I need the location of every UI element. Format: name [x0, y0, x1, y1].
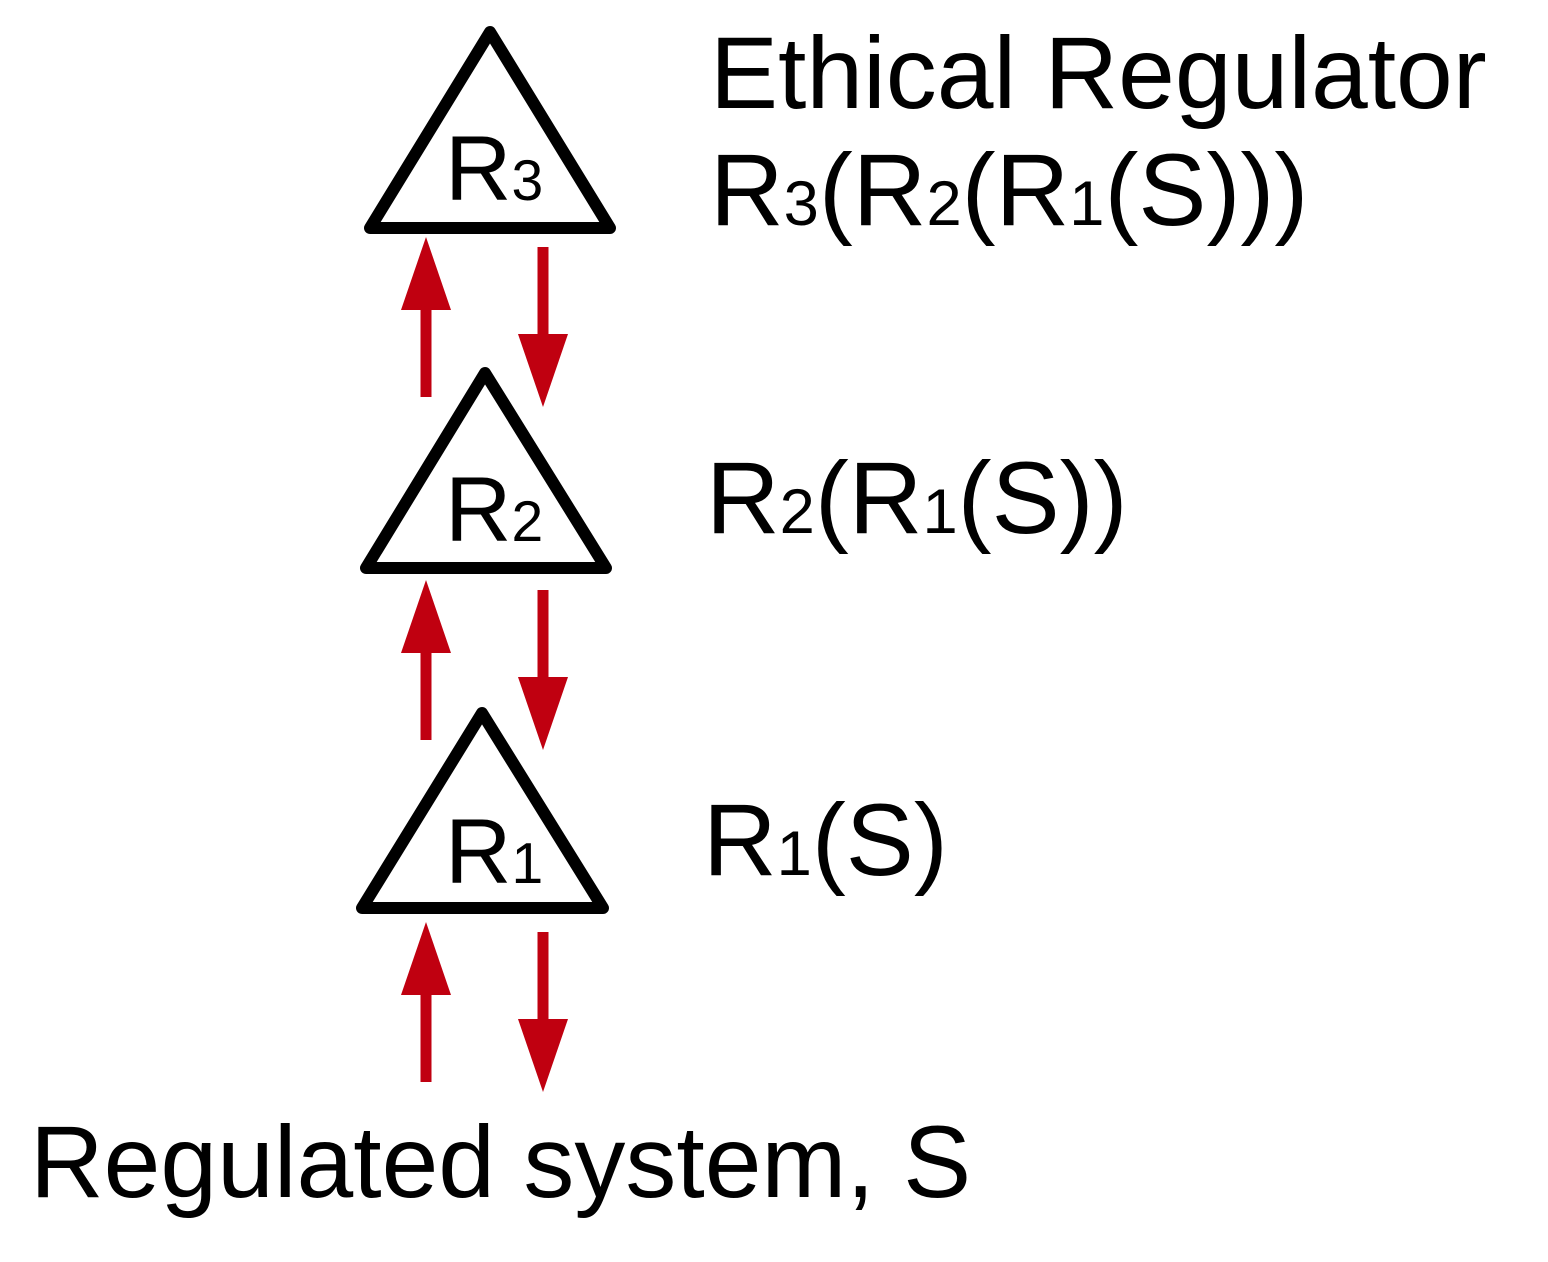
formula-r2: R2(R1(S)) [706, 441, 1128, 555]
subscript: 3 [784, 169, 819, 239]
formula-text: R [445, 801, 511, 903]
formula-text: R [706, 441, 780, 555]
formula-r3: R3(R2(R1(S))) [710, 133, 1308, 247]
triangle-label-r3: R3 [445, 118, 543, 220]
formula-r1: R1(S) [703, 783, 948, 897]
down-arrow-2 [518, 590, 568, 750]
regulator-triangle-r2 [360, 367, 612, 574]
subscript: 3 [511, 149, 543, 213]
down-arrow-3 [518, 932, 568, 1092]
up-arrow-2 [401, 580, 451, 740]
formula-text: (R [962, 133, 1070, 247]
subscript: 2 [511, 490, 543, 554]
down-arrow-1 [518, 247, 568, 407]
title: Ethical Regulator [710, 16, 1487, 130]
regulator-triangle-r3 [364, 26, 616, 234]
up-arrow-3 [401, 922, 451, 1082]
formula-text: R [703, 783, 777, 897]
formula-text: (R [815, 441, 923, 555]
triangle-label-r2: R2 [445, 459, 543, 561]
subscript: 2 [780, 477, 815, 547]
subscript: 1 [777, 819, 812, 889]
system-label: Regulated system, S [30, 1105, 971, 1219]
up-arrow-1 [401, 237, 451, 397]
formula-text: R [445, 118, 511, 220]
triangle-label-r1: R1 [445, 801, 543, 903]
subscript: 1 [922, 477, 957, 547]
arrows [401, 237, 568, 1092]
formula-text: (R [819, 133, 927, 247]
formula-text: (S))) [1104, 133, 1308, 247]
formula-text: R [445, 459, 511, 561]
subscript: 2 [926, 169, 961, 239]
subscript: 1 [1069, 169, 1104, 239]
formula-text: (S) [812, 783, 948, 897]
subscript: 1 [511, 832, 543, 896]
formula-text: (S)) [958, 441, 1128, 555]
regulator-triangle-r1 [356, 707, 609, 914]
formula-text: R [710, 133, 784, 247]
